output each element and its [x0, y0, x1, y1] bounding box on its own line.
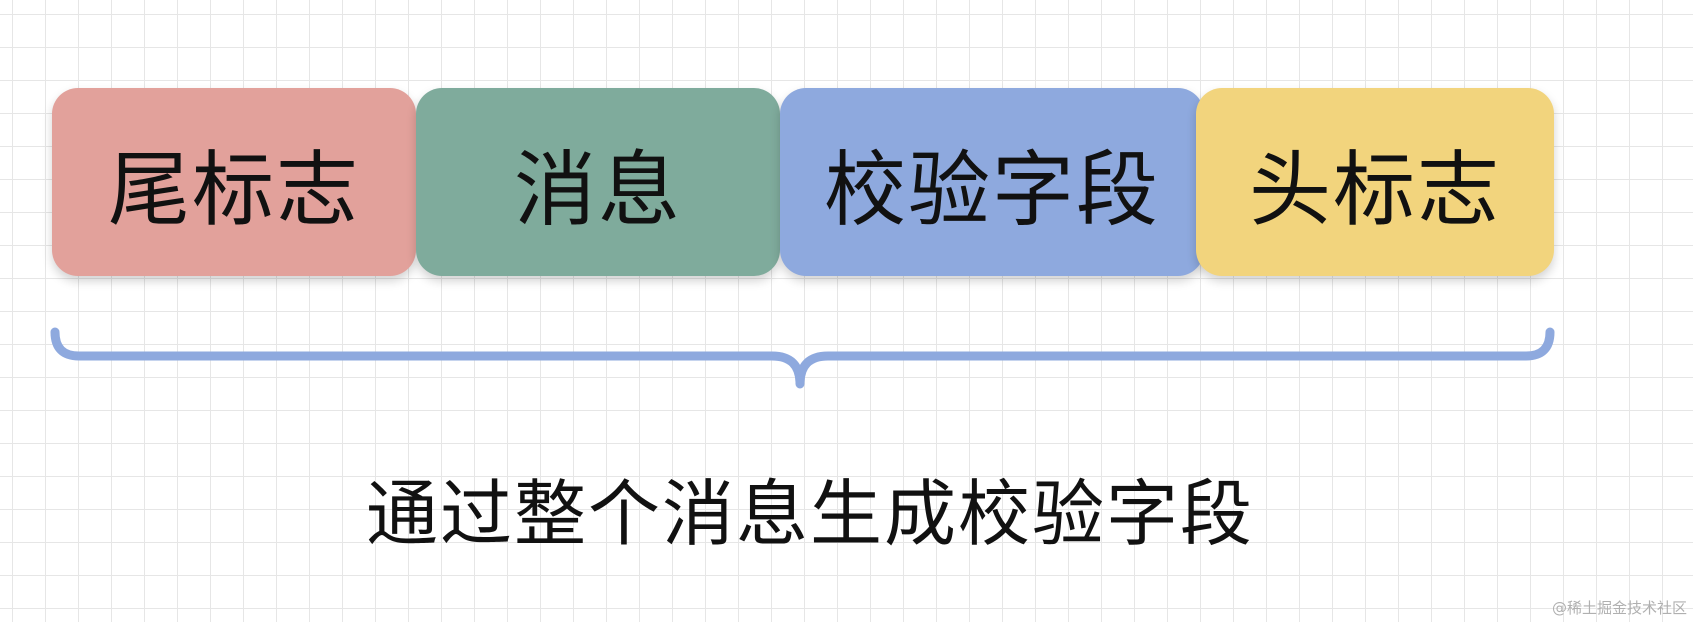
segment-message: 消息 — [416, 88, 780, 276]
segment-label: 尾标志 — [107, 142, 360, 238]
segment-head-flag: 头标志 — [1196, 88, 1554, 276]
watermark: @稀土掘金技术社区 — [1551, 599, 1687, 617]
segment-tail-flag: 尾标志 — [52, 88, 416, 276]
segment-label: 消息 — [513, 142, 682, 238]
caption: 通过整个消息生成校验字段 — [365, 472, 1254, 556]
segment-label: 校验字段 — [823, 142, 1160, 238]
segment-label: 头标志 — [1248, 142, 1501, 238]
segment-checksum-field: 校验字段 — [780, 88, 1204, 276]
